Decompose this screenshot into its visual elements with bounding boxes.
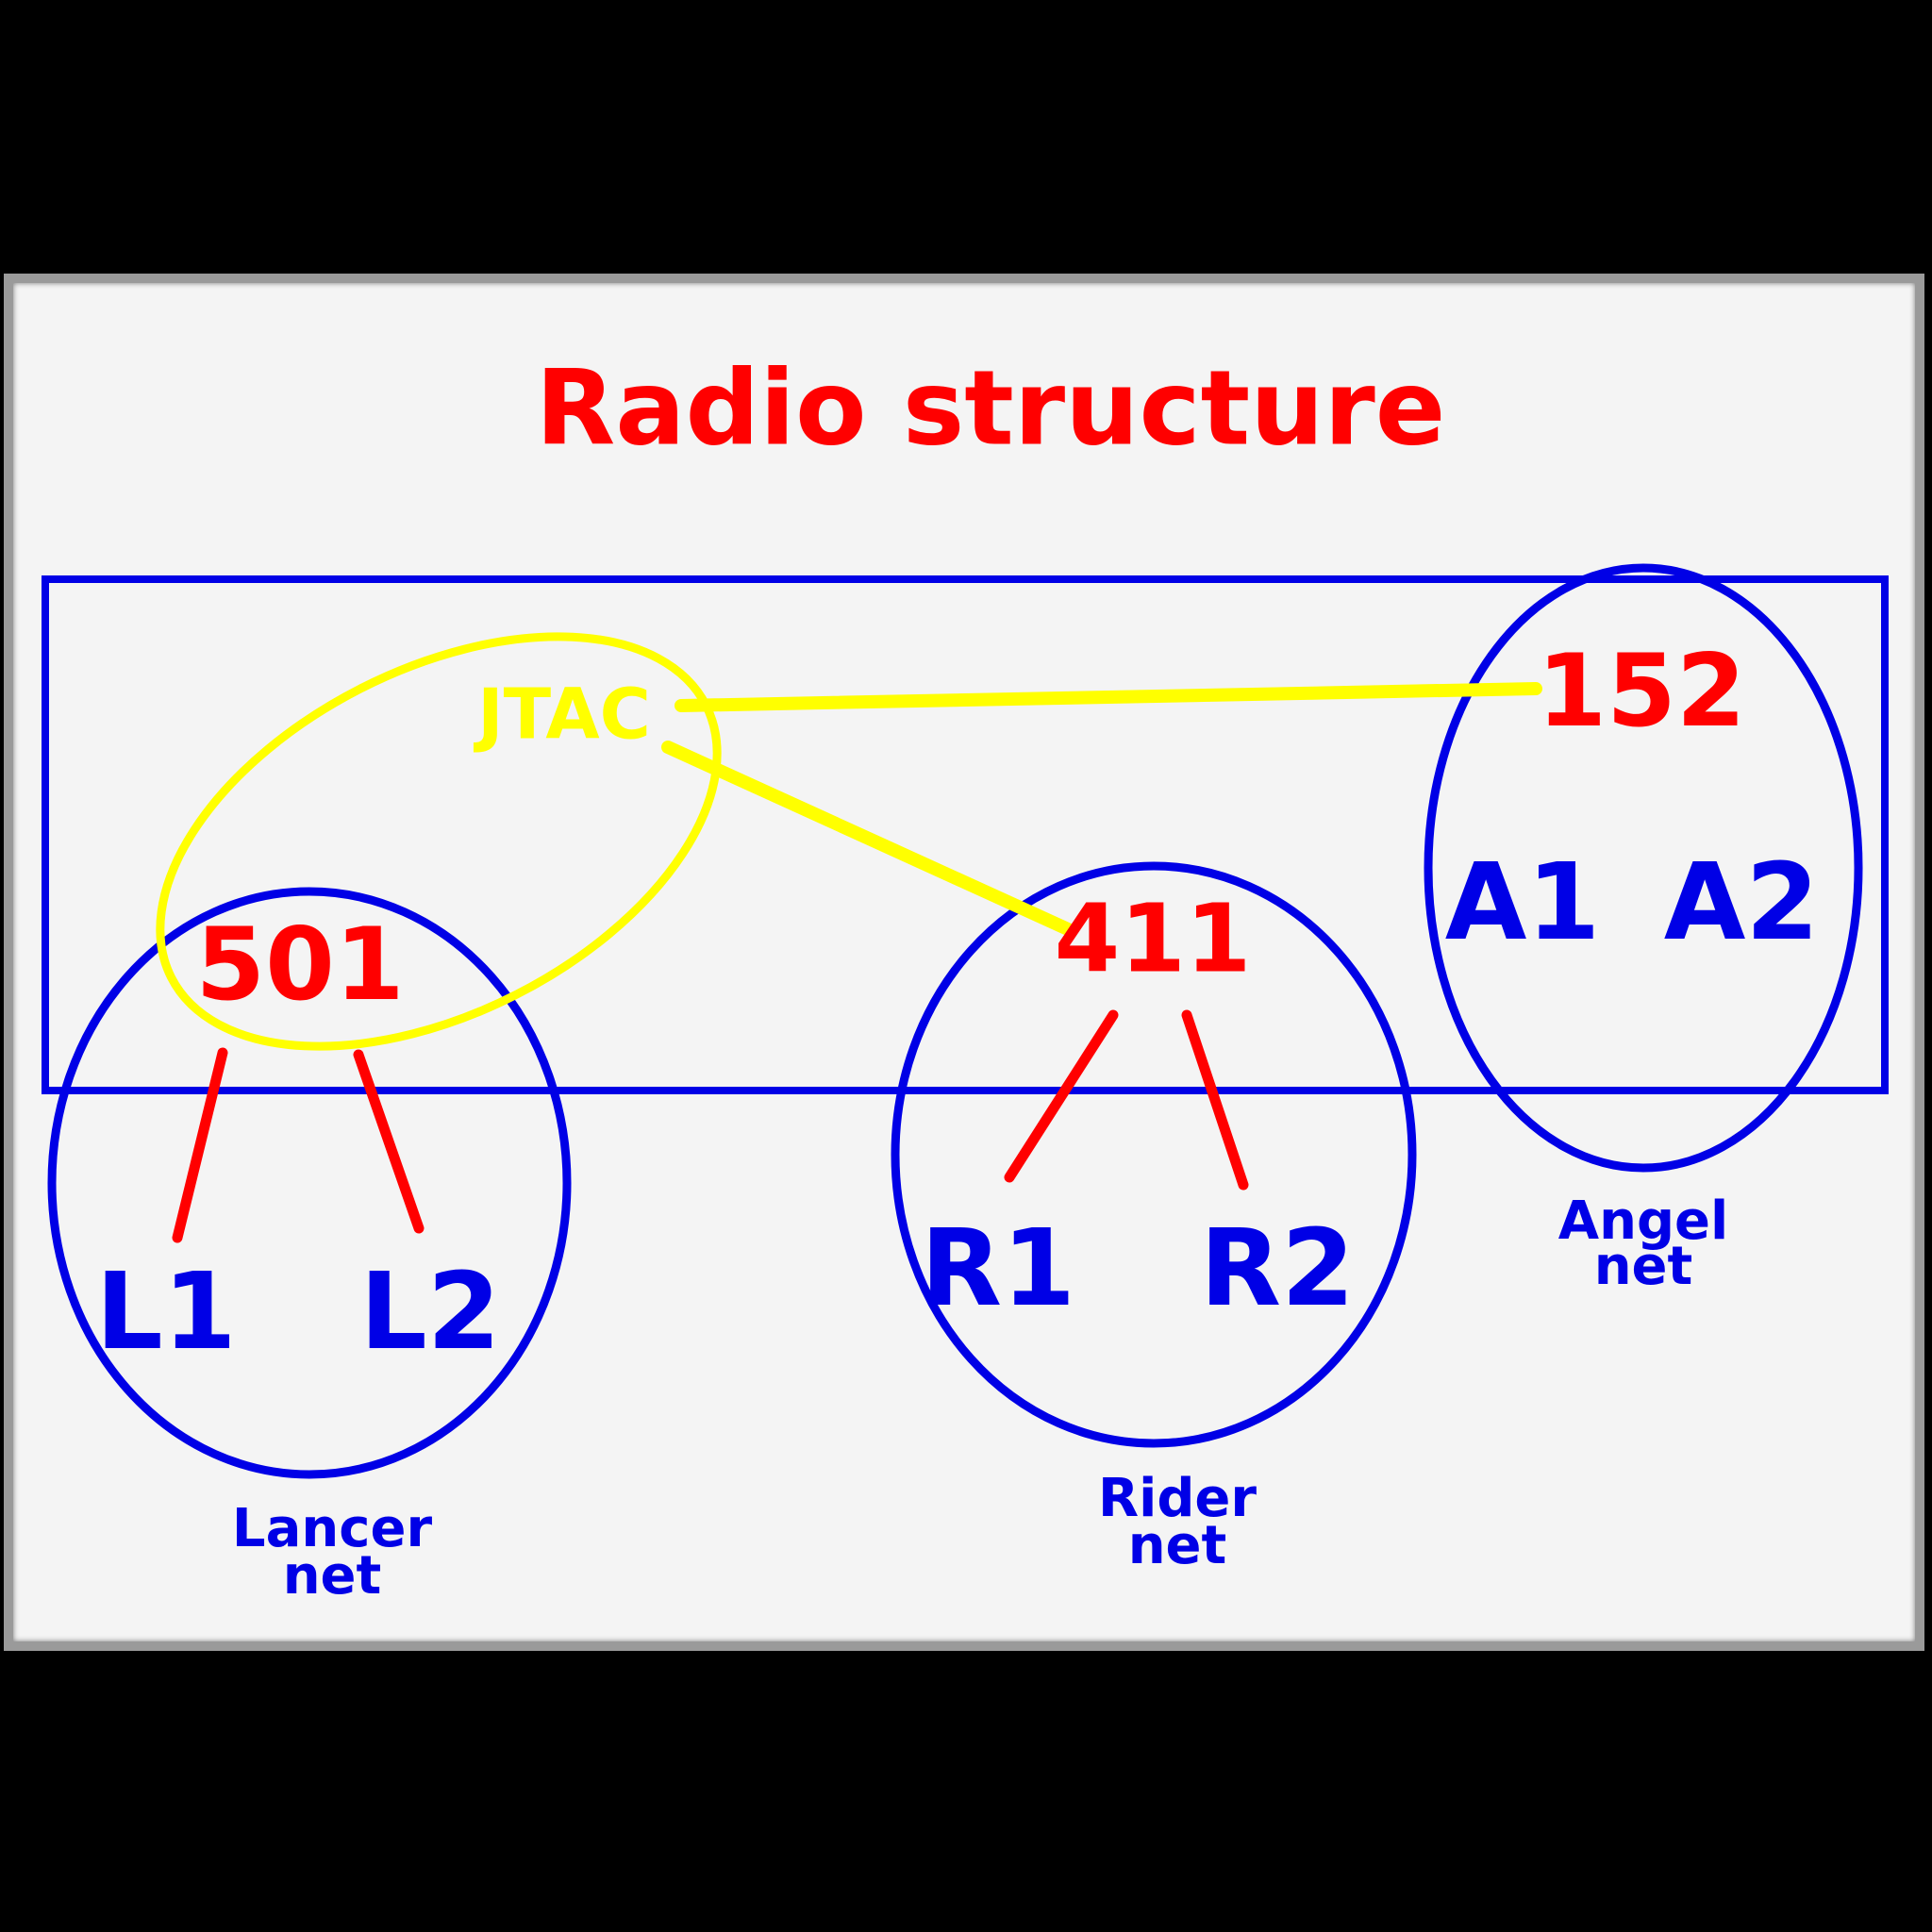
lancer-net-caption-line1: Lancer — [232, 1498, 433, 1559]
501-to-l1-link — [172, 1047, 228, 1243]
node-r2-label: R2 — [1200, 1208, 1355, 1330]
node-r1-label: R1 — [921, 1208, 1075, 1330]
angel-net-caption-line2: net — [1594, 1236, 1693, 1297]
lancer-net-caption-line2: net — [283, 1545, 382, 1607]
rider-net-caption-line1: Rider — [1098, 1468, 1257, 1529]
411-to-r1-link — [1004, 1009, 1119, 1183]
node-152-label: 152 — [1537, 633, 1745, 749]
angel-net-circle — [1424, 563, 1863, 1173]
command-net-box — [42, 575, 1889, 1094]
jtac-to-152-link — [675, 682, 1542, 712]
jtac-to-411-link — [661, 741, 1074, 936]
node-l1-label: L1 — [95, 1251, 236, 1374]
node-411-label: 411 — [1055, 883, 1252, 993]
rider-net-circle — [891, 861, 1417, 1448]
jtac-group-ellipse — [156, 632, 722, 1051]
node-a2-label: A2 — [1664, 841, 1820, 964]
diagram-title: Radio structure — [536, 347, 1446, 468]
rider-net-caption-line2: net — [1128, 1515, 1227, 1576]
411-to-r2-link — [1181, 1009, 1249, 1191]
node-l2-label: L2 — [359, 1251, 500, 1374]
jtac-label: JTAC — [473, 675, 651, 756]
angel-net-caption-line1: Angel — [1558, 1191, 1728, 1252]
501-to-l2-link — [353, 1049, 425, 1234]
node-a1-label: A1 — [1445, 841, 1601, 964]
lancer-net-circle — [47, 887, 572, 1479]
node-501-label: 501 — [195, 907, 404, 1023]
